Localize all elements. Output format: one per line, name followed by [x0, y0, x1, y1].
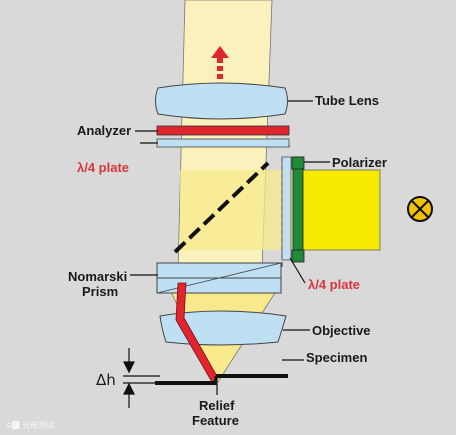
analyzer-label: Analyzer — [77, 123, 131, 138]
polarizer-plate — [292, 156, 304, 261]
polarizer-label: Polarizer — [332, 155, 387, 170]
quarter-wave-plate-top — [156, 138, 290, 148]
relief-label-line2: Feature — [192, 413, 239, 428]
objective-label: Objective — [312, 323, 371, 338]
nomarski-label-line2: Prism — [82, 284, 118, 299]
quarter-plate-top-label: λ/4 plate — [77, 160, 129, 175]
reflected-beam — [180, 170, 300, 250]
nomarski-label-line1: Nomarski — [68, 269, 127, 284]
tube-lens — [155, 82, 288, 120]
delta-h-marker — [123, 348, 160, 408]
delta-h-label: Δh — [96, 371, 116, 389]
tube-lens-label: Tube Lens — [315, 93, 379, 108]
dashed-up-arrow-icon — [211, 46, 229, 79]
quarter-plate-bottom-label: λ/4 plate — [308, 277, 360, 292]
relief-label-line1: Relief — [199, 398, 235, 413]
leader-lines — [130, 100, 330, 395]
quarter-wave-plate-bottom — [281, 156, 292, 261]
polarizer-top-cap — [291, 156, 305, 170]
beam-splitter — [173, 161, 270, 254]
light-source-beam — [299, 169, 381, 251]
lamp-cross-icon — [407, 196, 433, 222]
analyzer-plate — [156, 125, 290, 136]
polarizer-bottom-cap — [291, 249, 305, 263]
watermark: ©🅲 光电测试 — [6, 420, 54, 430]
specimen-label: Specimen — [306, 350, 367, 365]
